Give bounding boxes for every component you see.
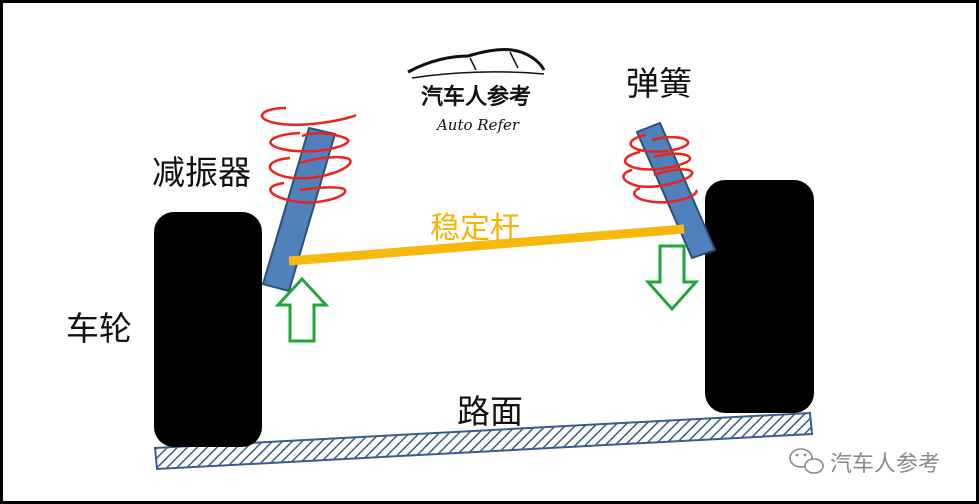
logo-name-cn: 汽车人参考 (421, 84, 531, 110)
label-road: 路面 (457, 392, 523, 431)
label-shock-absorber: 减振器 (152, 153, 251, 192)
down-arrow-icon (644, 244, 700, 312)
logo-name-en: Auto Refer (435, 116, 520, 134)
watermark-text: 汽车人参考 (830, 452, 940, 477)
label-wheel: 车轮 (66, 309, 132, 348)
car-logo-icon (407, 48, 546, 79)
right-shock-absorber (635, 121, 717, 260)
road-surface (153, 411, 814, 471)
stabilizer-bar (288, 224, 685, 266)
up-arrow-icon (274, 276, 330, 343)
right-spring-coil (622, 133, 698, 204)
right-wheel (705, 180, 814, 413)
left-spring-coil (260, 106, 357, 204)
label-spring: 弹簧 (626, 64, 692, 103)
wechat-icon (789, 448, 824, 474)
left-wheel (154, 212, 262, 447)
label-stabilizer-bar: 稳定杆 (430, 211, 520, 246)
